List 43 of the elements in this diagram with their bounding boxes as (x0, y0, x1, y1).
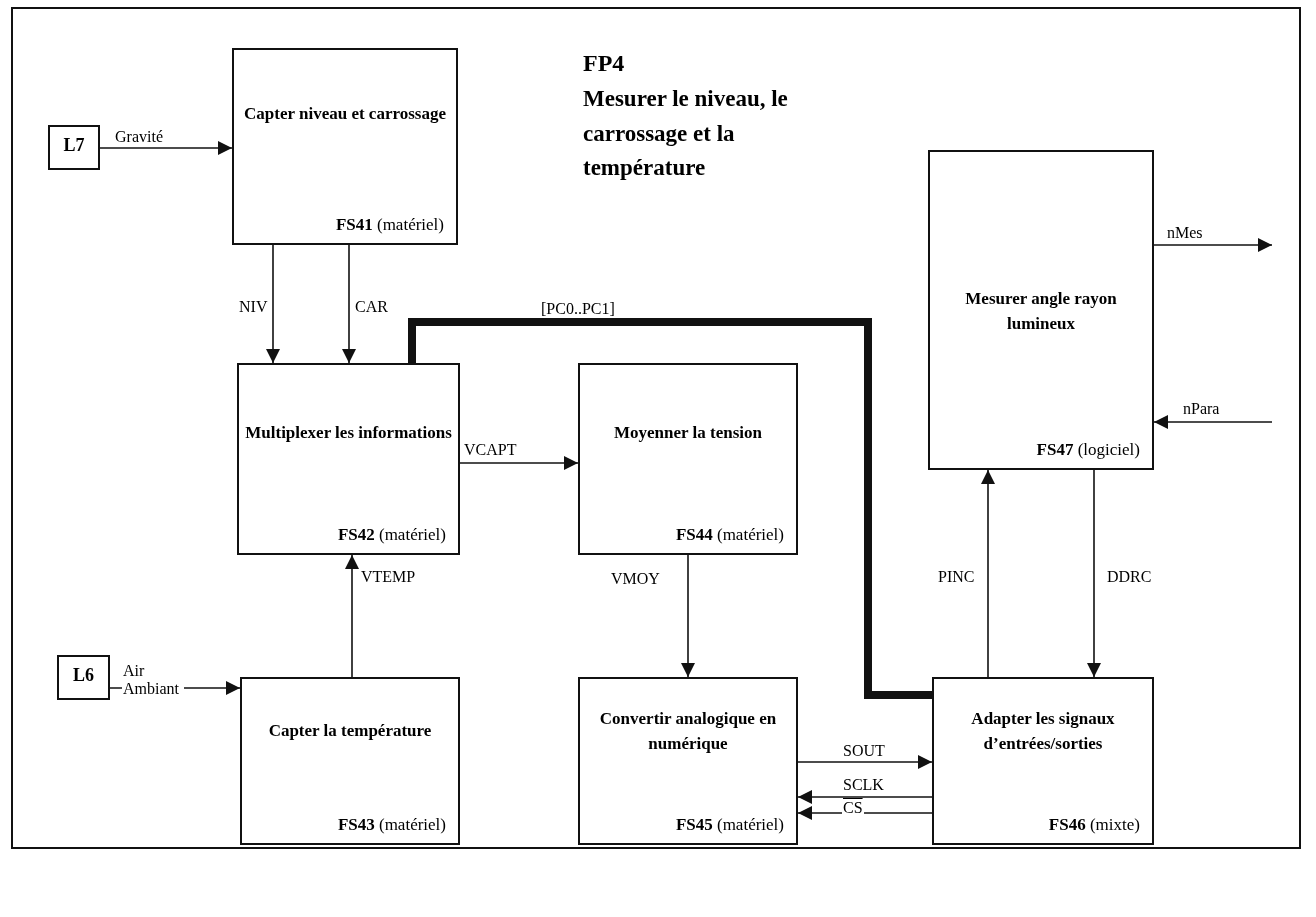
arrow (99, 141, 233, 155)
function-name: Mesurer angle rayon lumineux (964, 288, 1118, 335)
function-code: FS42 (matériel) (337, 525, 446, 545)
source-box (57, 655, 110, 700)
arrow (797, 790, 933, 804)
heading-text: Mesurer le niveau, le carrossage et la température (583, 85, 789, 182)
function-box (932, 677, 1154, 845)
function-box (928, 150, 1154, 470)
function-code: FS41 (matériel) (335, 215, 444, 235)
function-box (240, 677, 460, 845)
function-name: Adapter les signaux d’entrées/sorties (970, 708, 1116, 755)
function-name: Capter niveau et carrossage (243, 103, 447, 125)
function-code: FS46 (mixte) (1048, 815, 1140, 835)
function-name: Multiplexer les informations (245, 422, 452, 444)
function-code: FS47 (logiciel) (1036, 440, 1140, 460)
function-box (578, 677, 798, 845)
function-box (237, 363, 460, 555)
function-name: Moyenner la tension (613, 422, 763, 444)
function-name: Convertir analogique en numérique (598, 708, 778, 755)
function-name: L6 (72, 664, 95, 687)
arrow (1153, 238, 1273, 252)
arrow (345, 554, 359, 678)
function-code: FS45 (matériel) (675, 815, 784, 835)
arrow (797, 806, 933, 820)
arrow (1153, 415, 1273, 429)
function-box (232, 48, 458, 245)
arrow (1087, 469, 1101, 678)
arrow (681, 554, 695, 678)
diagram-title: FP4 (583, 50, 625, 77)
arrow (981, 469, 995, 678)
edge-label: [PC0..PC1] (540, 300, 616, 318)
function-box (578, 363, 798, 555)
arrow (342, 244, 356, 364)
edge-label: CS (842, 799, 864, 817)
function-code: FS43 (matériel) (337, 815, 446, 835)
arrow (459, 456, 579, 470)
arrow (266, 244, 280, 364)
function-name: L7 (62, 134, 86, 157)
arrow (797, 755, 933, 769)
function-name: Capter la température (267, 720, 433, 742)
function-code: FS44 (matériel) (675, 525, 784, 545)
bus-arrow (408, 318, 932, 699)
source-box (48, 125, 100, 170)
